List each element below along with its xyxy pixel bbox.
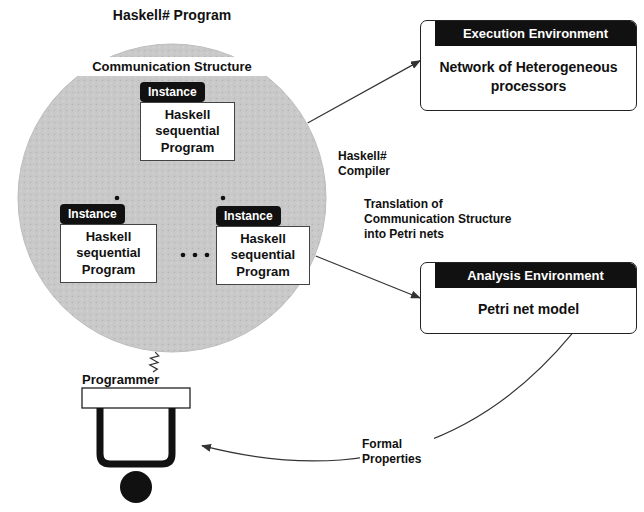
instance-body: Haskell sequential Program (140, 102, 235, 161)
environment-box: Execution EnvironmentNetwork of Heteroge… (420, 20, 637, 111)
connector (316, 256, 420, 298)
environment-header: Execution Environment (435, 21, 636, 46)
programmer-arms (100, 408, 172, 464)
ellipsis-dot (115, 196, 120, 201)
ellipsis-dot (221, 196, 226, 201)
instance-box: InstanceHaskell sequential Program (140, 82, 235, 161)
programmer-drawing (62, 372, 202, 506)
connector (150, 352, 159, 372)
ellipsis-dot (193, 253, 198, 258)
programmer-figure: Programmer (62, 372, 202, 506)
programmer-label: Programmer (82, 372, 159, 387)
edge-label: Formal Properties (360, 436, 434, 468)
structure-band: Communication Structure (77, 57, 267, 76)
instance-body: Haskell sequential Program (60, 224, 157, 283)
environment-body: Network of Heterogeneous processors (421, 46, 636, 100)
edge-label: Translation of Communication Structure i… (362, 196, 516, 243)
environment-box: Analysis EnvironmentPetri net model (420, 262, 637, 334)
instance-header: Instance (60, 204, 125, 224)
instance-header: Instance (216, 206, 281, 226)
program-circle: Haskell# ProgramCommunication StructureI… (17, 43, 327, 353)
environment-body: Petri net model (421, 288, 636, 323)
ellipsis-dot (205, 253, 210, 258)
ellipsis-dot (181, 253, 186, 258)
instance-box: InstanceHaskell sequential Program (60, 204, 157, 283)
instance-header: Instance (140, 82, 205, 102)
desk-rect (82, 388, 190, 408)
connector (308, 61, 420, 123)
programmer-head (120, 471, 152, 503)
instance-body: Haskell sequential Program (216, 226, 310, 285)
instance-box: InstanceHaskell sequential Program (216, 206, 310, 285)
program-title: Haskell# Program (17, 7, 327, 23)
environment-header: Analysis Environment (435, 263, 636, 288)
edge-label: Haskell# Compiler (336, 148, 412, 180)
